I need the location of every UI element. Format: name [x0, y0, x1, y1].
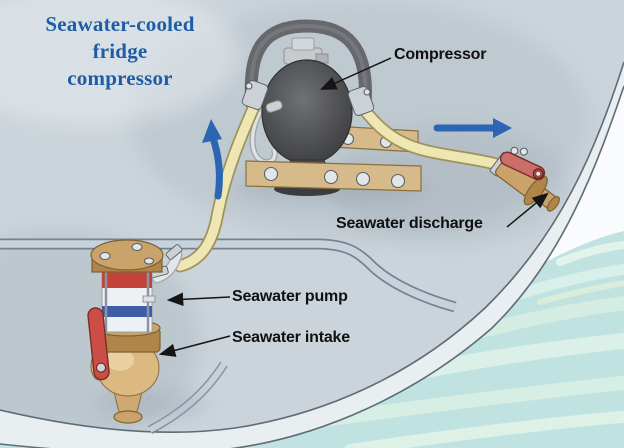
cooling-hose-left	[173, 93, 264, 273]
label-seawater-intake: Seawater intake	[232, 329, 350, 346]
callout-leader-lines	[158, 57, 549, 357]
leader-compressor	[319, 57, 392, 90]
leader-pump	[166, 292, 231, 307]
hull-inner-edge	[0, 61, 624, 434]
pump-cap	[90, 239, 164, 273]
strainer-red-band	[102, 270, 152, 288]
flow-up-arrow-icon	[202, 119, 223, 200]
discharge-seacock	[489, 146, 560, 212]
label-seawater-discharge: Seawater discharge	[336, 215, 483, 232]
hull-outer-edge	[0, 85, 624, 448]
intake-valve-handle	[87, 307, 110, 381]
pump-shadow	[92, 391, 208, 417]
compressor-unit	[230, 19, 430, 202]
discharge-valve-handle	[499, 151, 546, 181]
hose-clamps-at-compressor	[241, 79, 375, 117]
hull-section	[0, 61, 624, 448]
diagram-title: Seawater-cooled fridge compressor	[8, 11, 232, 92]
pump-strainer	[101, 269, 156, 333]
leader-discharge	[506, 192, 549, 228]
title-line-2: fridge	[92, 39, 148, 63]
leader-intake	[158, 335, 231, 357]
strainer-blue-band	[102, 306, 152, 317]
label-compressor: Compressor	[394, 46, 487, 63]
cooling-hose-right	[354, 98, 510, 173]
label-seawater-pump: Seawater pump	[232, 288, 348, 305]
title-line-3: compressor	[67, 66, 173, 90]
title-line-1: Seawater-cooled	[45, 12, 195, 36]
flow-right-arrow-icon	[433, 118, 512, 138]
seawater-pump-assembly	[87, 239, 208, 424]
compressor-body	[261, 59, 353, 165]
